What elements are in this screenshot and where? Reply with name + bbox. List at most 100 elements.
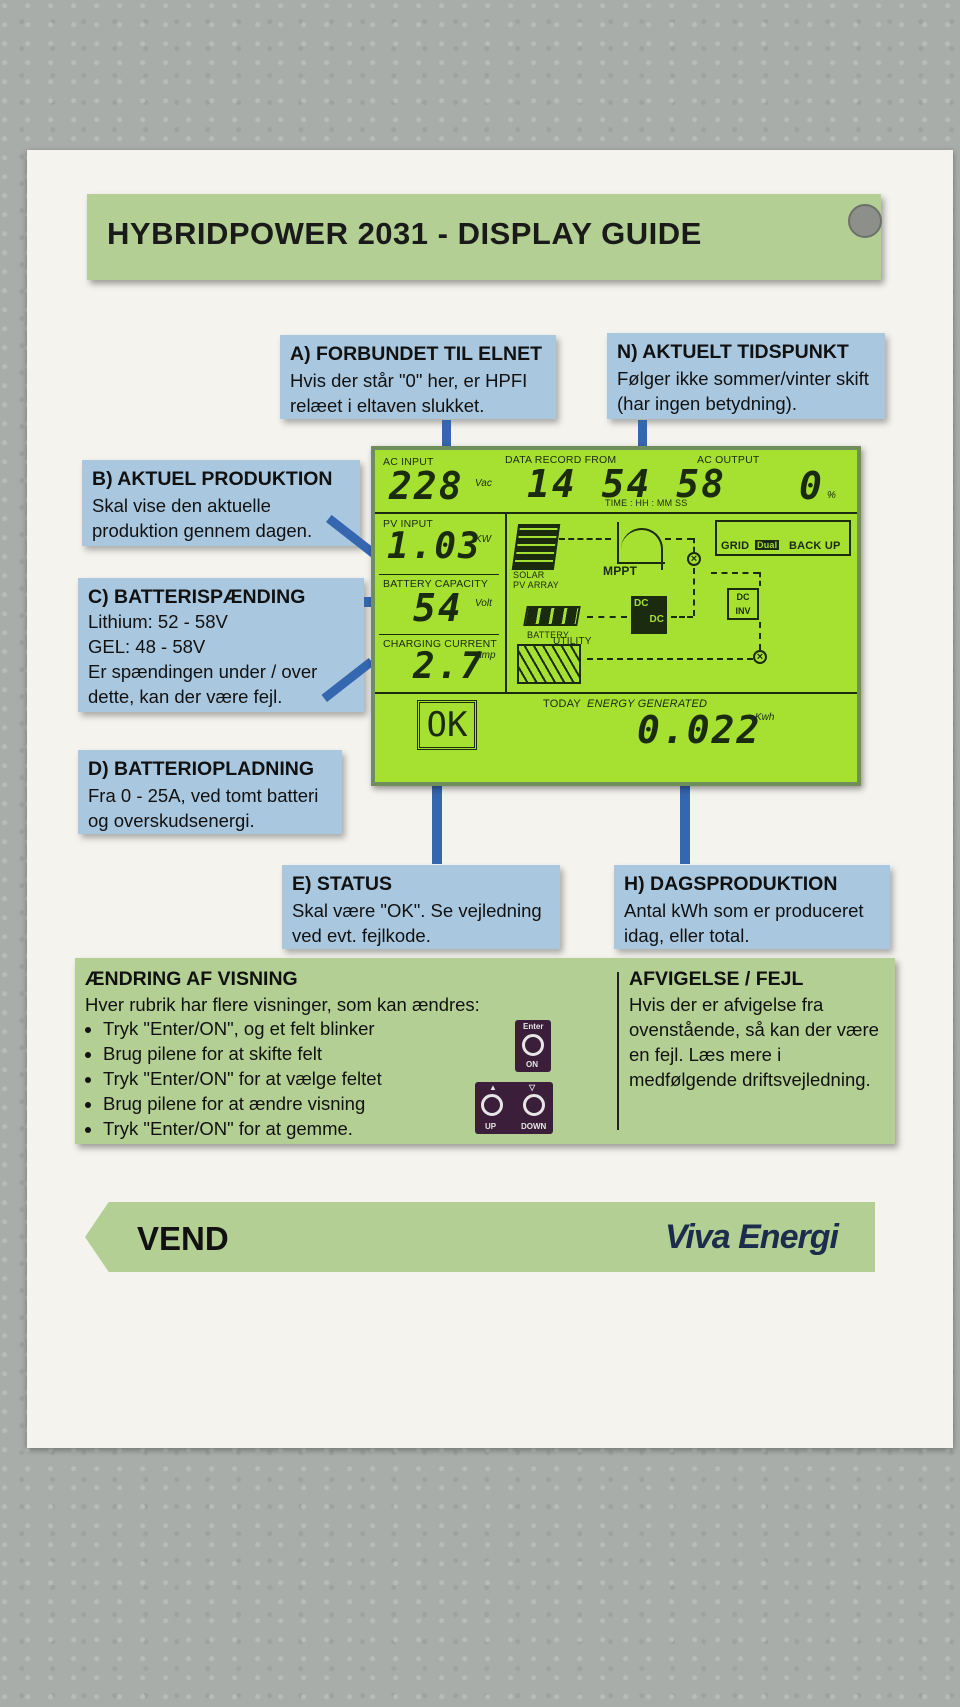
page-title: HYBRIDPOWER 2031 - DISPLAY GUIDE: [107, 216, 702, 251]
junction-bottom-icon: ×: [753, 650, 767, 664]
junction-top-icon: ×: [687, 552, 701, 566]
up-arrow-icon: ▲: [489, 1083, 497, 1092]
solar-to-mppt-line: [559, 538, 611, 540]
brand-logo: Viva Energi: [665, 1218, 839, 1256]
lcd-pv-input-value: 1.03: [387, 526, 482, 567]
note-e-heading: E) STATUS: [292, 873, 393, 895]
note-n-current-time: N) AKTUELT TIDSPUNKT Følger ikke sommer/…: [607, 333, 885, 419]
lcd-ac-output-unit: %: [827, 490, 836, 501]
lcd-grid-label: GRID: [721, 540, 750, 552]
note-c-battery-voltage: C) BATTERISPÆNDING Lithium: 52 - 58V GEL…: [78, 578, 364, 712]
lcd-top-divider: [375, 512, 857, 514]
lcd-pv-array-label: PV ARRAY: [513, 580, 559, 590]
lcd-ac-input-value: 228: [389, 464, 464, 508]
note-a-heading: A) FORBUNDET TIL ELNET: [290, 343, 543, 365]
change-view-step: Tryk "Enter/ON", og et felt blinker: [103, 1016, 481, 1041]
change-view-step: Tryk "Enter/ON" for at vælge feltet: [103, 1066, 481, 1091]
lcd-mppt-label: MPPT: [603, 564, 638, 578]
arrow-h: [680, 782, 690, 864]
lcd-time-value: 14 54 58: [527, 462, 727, 506]
change-view-steps: Tryk "Enter/ON", og et felt blinker Brug…: [81, 1016, 481, 1141]
change-view-intro: Hver rubrik har flere visninger, som kan…: [85, 994, 480, 1015]
lcd-ac-input-unit: Vac: [475, 478, 492, 489]
title-bar: HYBRIDPOWER 2031 - DISPLAY GUIDE: [87, 194, 882, 280]
lcd-dc-label: DC: [736, 592, 750, 602]
up-circle: [481, 1094, 503, 1116]
lcd-battery-value: 54: [413, 586, 463, 630]
change-view-heading: ÆNDRING AF VISNING: [85, 968, 298, 990]
lcd-time-label: TIME : HH : MM SS: [605, 498, 688, 508]
lcd-data-record-label: DATA RECORD FROM: [505, 454, 617, 466]
inv-to-utility-line: [759, 622, 761, 650]
enter-on-button-icon: Enter ON: [515, 1020, 551, 1072]
inv-down-line: [759, 572, 761, 586]
note-c-heading: C) BATTERISPÆNDING: [88, 586, 306, 608]
note-h-heading: H) DAGSPRODUKTION: [624, 873, 838, 895]
lcd-energy-unit: Kwh: [755, 712, 775, 723]
note-d-heading: D) BATTERIOPLADNING: [88, 758, 315, 780]
mppt-curve: [621, 528, 663, 570]
junction-to-dcdc-line: [693, 568, 695, 616]
change-view-step: Brug pilene for at ændre visning: [103, 1091, 481, 1116]
down-circle: [523, 1094, 545, 1116]
lcd-pv-input-unit: KW: [475, 534, 492, 545]
panel-divider: [617, 972, 619, 1130]
lcd-vertical-divider: [505, 512, 507, 692]
down-label: DOWN: [521, 1122, 547, 1131]
battery-icon: [523, 606, 581, 626]
dcdc-to-battery-line: [587, 616, 627, 618]
backup-to-inv-line: [711, 572, 759, 574]
lcd-ac-output-label: AC OUTPUT: [697, 454, 760, 466]
deviation-heading: AFVIGELSE / FEJL: [629, 968, 804, 990]
dcdc-top-label: DC: [634, 598, 649, 609]
lcd-battery-capacity-label: BATTERY CAPACITY: [383, 578, 489, 590]
lcd-solar-label: SOLAR: [513, 570, 545, 580]
grid-backup-box: [715, 520, 851, 556]
vend-label: VEND: [137, 1220, 229, 1257]
change-view-step: Brug pilene for at skifte felt: [103, 1041, 481, 1066]
lcd-energy-generated-label: ENERGY GENERATED: [587, 698, 708, 710]
note-b-text: Skal vise den aktuelle produktion gennem…: [92, 495, 313, 541]
note-n-heading: N) AKTUELT TIDSPUNKT: [617, 341, 849, 363]
enter-circle: [522, 1034, 544, 1056]
change-view-step-list: Tryk "Enter/ON", og et felt blinker Brug…: [81, 1016, 481, 1141]
note-n-text: Følger ikke sommer/vinter skift (har ing…: [617, 368, 869, 414]
note-e-text: Skal være "OK". Se vejledning ved evt. f…: [292, 900, 542, 946]
note-c-line3: Er spændingen under / over dette, kan de…: [88, 661, 318, 707]
note-h-daily-production: H) DAGSPRODUKTION Antal kWh som er produ…: [614, 865, 890, 949]
lcd-status-value: OK: [426, 705, 468, 745]
deviation-text: Hvis der er afvigelse fra ovenstående, s…: [629, 994, 879, 1090]
note-d-battery-charging: D) BATTERIOPLADNING Fra 0 - 25A, ved tom…: [78, 750, 342, 834]
lcd-bottom-divider: [375, 692, 857, 694]
display-guide-card: HYBRIDPOWER 2031 - DISPLAY GUIDE A) FORB…: [27, 150, 953, 1448]
vend-banner: [85, 1202, 875, 1272]
on-label: ON: [526, 1060, 538, 1069]
down-arrow-icon: ▽: [529, 1083, 536, 1092]
lcd-energy-value: 0.022: [637, 708, 762, 752]
instructions-panel: ÆNDRING AF VISNING Hver rubrik har flere…: [75, 958, 895, 1144]
up-label: UP: [485, 1122, 497, 1131]
note-a-grid-connection: A) FORBUNDET TIL ELNET Hvis der står "0"…: [280, 335, 556, 419]
dcdc-bottom-label: DC: [649, 614, 664, 625]
lcd-charging-value: 2.7: [413, 646, 485, 687]
lcd-status-box: OK: [417, 700, 477, 750]
note-b-current-production: B) AKTUEL PRODUKTION Skal vise den aktue…: [82, 460, 360, 546]
change-view-step: Tryk "Enter/ON" for at gemme.: [103, 1116, 481, 1141]
note-c-line1: Lithium: 52 - 58V: [88, 611, 228, 632]
dcdc-converter-icon: DC DC: [631, 596, 667, 634]
utility-tower-icon: [517, 644, 581, 684]
lcd-battery-unit: Volt: [475, 598, 492, 609]
note-d-text: Fra 0 - 25A, ved tomt batteri og oversku…: [88, 785, 319, 831]
lcd-display: AC INPUT 228 Vac DATA RECORD FROM 14 54 …: [371, 446, 861, 786]
mppt-down-line: [693, 538, 695, 552]
lcd-charging-unit: Amp: [475, 650, 496, 661]
note-e-status: E) STATUS Skal være "OK". Se vejledning …: [282, 865, 560, 949]
lcd-utility-label: UTILITY: [553, 636, 592, 647]
up-down-buttons-icon: ▲ ▽ UP DOWN: [475, 1082, 553, 1134]
lcd-dual-label: Dual: [755, 540, 780, 550]
mppt-right-line: [665, 538, 693, 540]
dc-inv-box: DC INV: [727, 588, 759, 620]
note-c-line2: GEL: 48 - 58V: [88, 636, 206, 657]
note-h-text: Antal kWh som er produceret idag, eller …: [624, 900, 864, 946]
lcd-battery-underline: [379, 634, 499, 635]
